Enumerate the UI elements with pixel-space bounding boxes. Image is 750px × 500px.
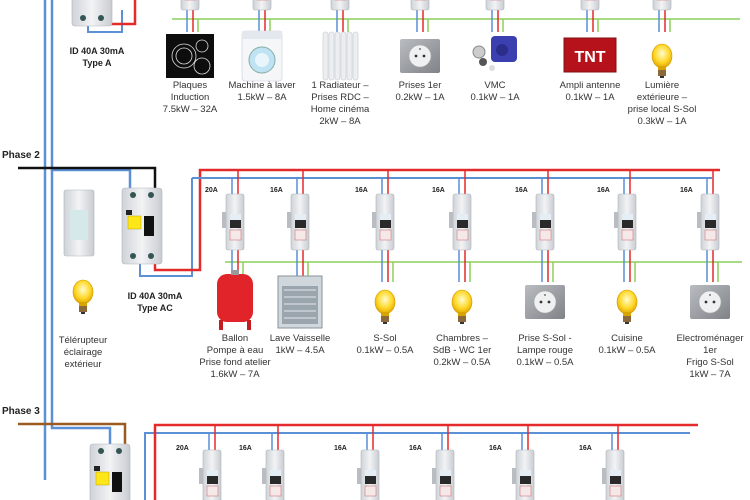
relay-label: Télérupteur éclairage extérieur (58, 335, 108, 370)
row2-breaker (696, 193, 720, 251)
row3-breaker (356, 449, 380, 500)
rcd-type-a (71, 0, 113, 27)
tnt-antenna-icon: TNT (563, 37, 617, 73)
row1-breaker (326, 0, 350, 11)
row2-circuit-label: Prise S-Sol - Lampe rouge 0.1kW – 0.5A (516, 333, 574, 368)
row2-breaker (531, 193, 555, 251)
socket-icon (524, 284, 566, 320)
row1-circuit-label: Machine à laver 1.5kW – 8A (228, 80, 296, 103)
socket-icon (689, 284, 731, 320)
row1-circuit-label: Ampli antenne 0.1kW – 1A (559, 80, 621, 103)
row3-neutral-bar (144, 432, 690, 500)
bulb-icon (451, 289, 473, 325)
rcd-row3 (89, 443, 131, 500)
row3-breaker-rating: 16A (489, 445, 502, 452)
row3-live-bar (153, 423, 698, 500)
row2-circuit-label: S-Sol 0.1kW – 0.5A (356, 333, 414, 356)
row1-circuit-label: VMC 0.1kW – 1A (470, 80, 520, 103)
row1-circuit-label: Plaques Induction 7.5kW – 32A (162, 80, 218, 115)
rcd-type-ac-label: ID 40A 30mA Type AC (127, 291, 183, 313)
row2-breaker (448, 193, 472, 251)
ventilation-icon (472, 36, 517, 71)
row3-breaker (261, 449, 285, 500)
rcd2-live-out (153, 168, 720, 272)
row1-breaker (481, 0, 505, 11)
bulb-icon (72, 279, 94, 315)
row2-breaker-rating: 20A (205, 187, 218, 194)
row3-breaker-rating: 16A (239, 445, 252, 452)
row3-breaker-rating: 16A (579, 445, 592, 452)
socket-icon (399, 38, 441, 74)
row2-breaker-rating: 16A (597, 187, 610, 194)
phase-2-label: Phase 2 (2, 150, 40, 161)
dishwasher-icon (277, 275, 323, 329)
phase2-neutral-feed (50, 0, 132, 190)
row2-breaker (286, 193, 310, 251)
row2-breaker-rating: 16A (680, 187, 693, 194)
bulb-icon (616, 289, 638, 325)
row3-breaker (601, 449, 625, 500)
row2-circuit-label: Ballon Pompe à eau Prise fond atelier 1.… (199, 333, 271, 380)
rcd-type-ac (121, 187, 163, 265)
row3-breaker (198, 449, 222, 500)
water-heater-icon (217, 270, 253, 330)
row2-circuit-label: Cuisine 0.1kW – 0.5A (598, 333, 656, 356)
row1-circuit-label: Prises 1er 0.2kW – 1A (395, 80, 445, 103)
row1-breaker (176, 0, 200, 11)
washing-machine-icon (241, 30, 283, 82)
tnt-badge: TNT (574, 49, 605, 66)
phase3-neutral-feed (50, 170, 112, 445)
radiator-icon (322, 31, 359, 81)
row1-breaker (648, 0, 672, 11)
row2-breaker (613, 193, 637, 251)
row2-circuit-label: Chambres – SdB - WC 1er 0.2kW – 0.5A (432, 333, 492, 368)
row3-breaker-rating: 20A (176, 445, 189, 452)
rcd2-neutral-out (139, 178, 193, 277)
row2-circuit-label: Lave Vaisselle 1kW – 4.5A (269, 333, 331, 356)
row2-breaker-rating: 16A (355, 187, 368, 194)
row1-circuit-label: 1 Radiateur – Prises RDC – Home cinéma 2… (310, 80, 370, 127)
row2-breaker-rating: 16A (515, 187, 528, 194)
row1-breaker (406, 0, 430, 11)
row1-breaker (248, 0, 272, 11)
row2-breaker-rating: 16A (270, 187, 283, 194)
phase-3-label: Phase 3 (2, 406, 40, 417)
row3-breaker (431, 449, 455, 500)
relay-face (70, 210, 88, 240)
bulb-icon (651, 43, 673, 79)
row2-breaker (371, 193, 395, 251)
row3-breaker (511, 449, 535, 500)
row2-breaker (221, 193, 245, 251)
induction-hob-icon (166, 34, 214, 78)
phase2-live-feed (18, 166, 157, 190)
row3-breaker-rating: 16A (334, 445, 347, 452)
bulb-icon (374, 289, 396, 325)
row1-breaker (576, 0, 600, 11)
row3-breaker-rating: 16A (409, 445, 422, 452)
row2-breaker-rating: 16A (432, 187, 445, 194)
phase3-live-feed (18, 422, 127, 445)
rcd-type-a-label: ID 40A 30mA Type A (69, 46, 125, 68)
row2-circuit-label: Electroménager 1er Frigo S-Sol 1kW – 7A (676, 333, 744, 380)
row1-circuit-label: Lumière extérieure – prise local S-Sol 0… (627, 80, 697, 127)
